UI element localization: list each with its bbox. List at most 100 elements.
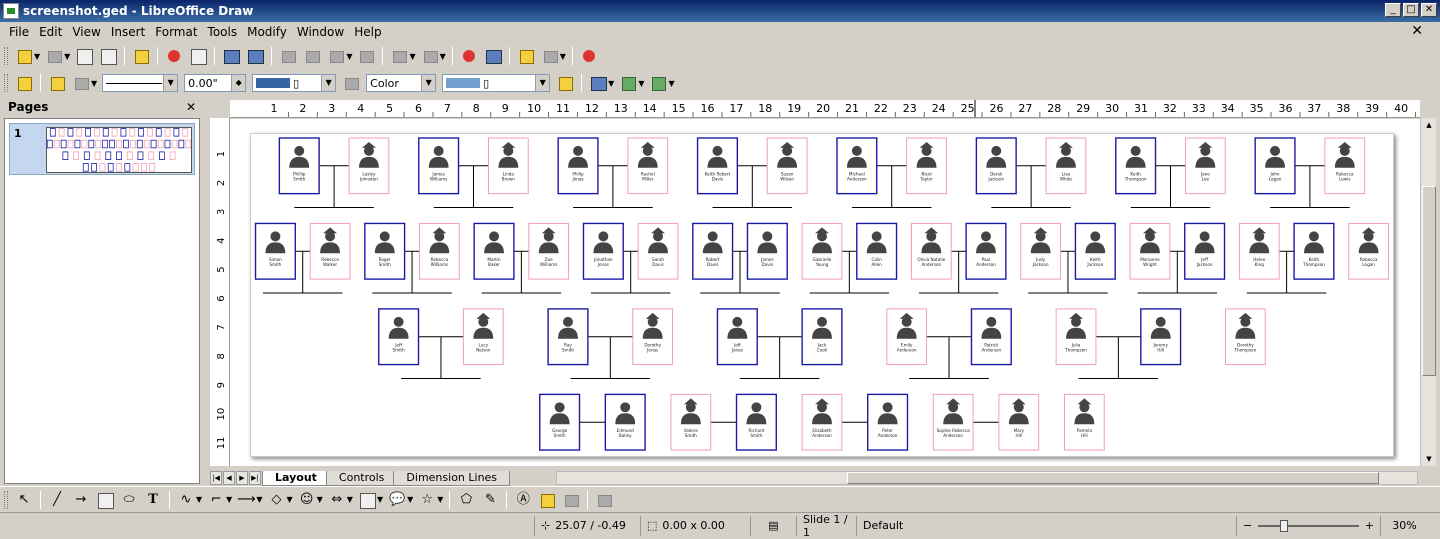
line-arrow-icon[interactable]: →: [75, 491, 87, 507]
spellcheck-icon[interactable]: [221, 46, 241, 66]
flowchart-icon[interactable]: [357, 490, 377, 510]
stars-dropdown-icon[interactable]: ▼: [437, 495, 444, 504]
symbol-shapes-icon[interactable]: ☺: [299, 491, 314, 507]
arrow-style-icon[interactable]: [71, 73, 91, 93]
basic-shapes-icon[interactable]: ◇: [271, 491, 282, 507]
connector-icon[interactable]: ⌐: [210, 491, 222, 507]
menu-insert[interactable]: Insert: [110, 25, 146, 39]
callouts-dropdown-icon[interactable]: ▼: [407, 495, 414, 504]
new-document-icon[interactable]: [14, 46, 34, 66]
paste-dropdown-icon[interactable]: ▼: [346, 51, 353, 61]
open-dropdown-icon[interactable]: ▼: [64, 51, 71, 61]
document-modified-icon[interactable]: ▤: [750, 515, 796, 536]
gallery-icon[interactable]: [516, 46, 536, 66]
scroll-thumb[interactable]: [847, 472, 1379, 484]
connector-dropdown-icon[interactable]: ▼: [226, 495, 233, 504]
undo-dropdown-icon[interactable]: ▼: [409, 51, 416, 61]
toolbar-grip[interactable]: [4, 74, 8, 92]
menu-format[interactable]: Format: [155, 25, 198, 39]
autospellcheck-icon[interactable]: [245, 46, 265, 66]
zoom-out-icon[interactable]: −: [1243, 519, 1253, 532]
tab-controls[interactable]: Controls: [325, 470, 398, 486]
arrange-dropdown-icon[interactable]: ▼: [668, 78, 675, 88]
callouts-icon[interactable]: 💬: [389, 491, 406, 507]
menu-edit[interactable]: Edit: [39, 25, 63, 39]
zoom-value[interactable]: 30%: [1380, 515, 1428, 536]
ellipse-icon[interactable]: ⬭: [123, 491, 135, 507]
line-tool-icon[interactable]: ╱: [53, 491, 61, 507]
shapes-dropdown-icon[interactable]: ▼: [286, 495, 293, 504]
menu-help[interactable]: Help: [354, 25, 382, 39]
tab-layout[interactable]: Layout: [262, 470, 330, 486]
paste-icon[interactable]: [326, 46, 346, 66]
vertical-scrollbar[interactable]: ▲ ▼: [1420, 118, 1436, 466]
page-thumbnail-item[interactable]: 1: [9, 123, 195, 175]
flowchart-dropdown-icon[interactable]: ▼: [376, 495, 384, 504]
toolbar-grip[interactable]: [4, 47, 8, 65]
object-properties-icon[interactable]: [14, 73, 34, 93]
redo-icon[interactable]: [420, 46, 440, 66]
curve-dropdown-icon[interactable]: ▼: [196, 495, 203, 504]
email-icon[interactable]: [98, 46, 118, 66]
save-icon[interactable]: [74, 46, 94, 66]
menu-view[interactable]: View: [72, 25, 101, 39]
glue-points-icon[interactable]: ✎: [484, 491, 496, 507]
arrow-dropdown-icon[interactable]: ▼: [91, 78, 98, 88]
close-panel-icon[interactable]: ✕: [185, 100, 196, 114]
redo-dropdown-icon[interactable]: ▼: [439, 51, 446, 61]
zoom-in-icon[interactable]: +: [1364, 519, 1374, 532]
prev-tab-icon[interactable]: ◀: [223, 471, 235, 485]
chevron-down-icon[interactable]: ▼: [321, 75, 336, 91]
toolbar-grip[interactable]: [4, 490, 8, 509]
zoom-slider-group[interactable]: − +: [1236, 515, 1380, 536]
export-pdf-icon[interactable]: [164, 46, 184, 66]
cut-icon[interactable]: [278, 46, 298, 66]
menu-modify[interactable]: Modify: [247, 25, 287, 39]
extrusion-icon[interactable]: [594, 490, 614, 510]
open-icon[interactable]: [44, 46, 64, 66]
new-dropdown-icon[interactable]: ▼: [34, 51, 41, 61]
arrange-icon[interactable]: [648, 73, 668, 93]
zoom-slider-knob[interactable]: [1280, 519, 1289, 532]
chart-icon[interactable]: [459, 46, 479, 66]
help-icon[interactable]: [579, 46, 599, 66]
spin-icon[interactable]: ◆: [231, 75, 246, 91]
line-style-select[interactable]: ▼: [102, 74, 179, 92]
maximize-button[interactable]: □: [1403, 3, 1419, 17]
